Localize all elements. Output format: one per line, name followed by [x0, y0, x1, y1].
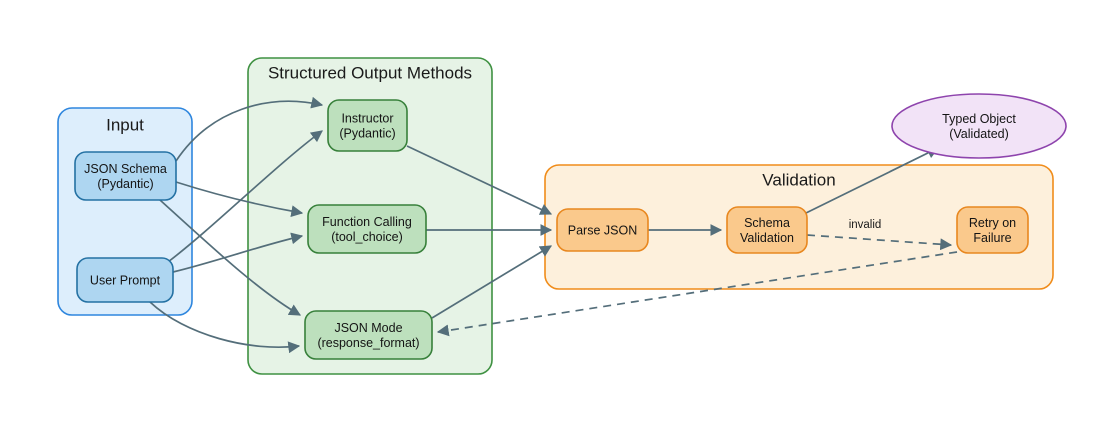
- node-group: JSON Schema(Pydantic)User PromptInstruct…: [74, 93, 1067, 360]
- schema-validation-node-text-0: Schema: [744, 216, 790, 230]
- json-mode-node-text-0: JSON Mode: [334, 321, 402, 335]
- parse-json-node[interactable]: Parse JSON: [556, 208, 649, 252]
- edge-json-schema-to-json-mode: [159, 199, 302, 316]
- json-schema-node-shape: [74, 151, 177, 201]
- json-mode-node-text-1: (response_format): [317, 336, 419, 350]
- typed-object-node-text-0: Typed Object: [942, 112, 1016, 126]
- edge-retry-on-failure-to-json-mode: [436, 251, 958, 337]
- function-calling-node[interactable]: Function Calling(tool_choice): [307, 204, 427, 254]
- user-prompt-node-shape: [76, 257, 174, 303]
- json-schema-node-text-0: JSON Schema: [84, 162, 167, 176]
- json-schema-node-text-1: (Pydantic): [97, 177, 153, 191]
- json-schema-node[interactable]: JSON Schema(Pydantic): [74, 151, 177, 201]
- user-prompt-node-text-0: User Prompt: [90, 274, 161, 288]
- function-calling-node-shape: [307, 204, 427, 254]
- function-calling-node-text-1: (tool_choice): [331, 230, 403, 244]
- instructor-node[interactable]: Instructor(Pydantic): [327, 99, 408, 152]
- typed-object-node-text-1: (Validated): [949, 127, 1009, 141]
- typed-object-node-shape: [891, 93, 1067, 159]
- parse-json-node-shape: [556, 208, 649, 252]
- edge-json-schema-to-instructor: [175, 96, 324, 162]
- retry-on-failure-node-text-0: Retry on: [969, 216, 1016, 230]
- json-mode-node-shape: [304, 310, 433, 360]
- retry-on-failure-node-shape: [956, 206, 1029, 254]
- edge-json-mode-to-parse-json: [431, 245, 553, 319]
- edge-group: [149, 96, 958, 354]
- instructor-node-shape: [327, 99, 408, 152]
- schema-validation-node-shape: [726, 206, 808, 254]
- edge-label-group: invalid: [849, 219, 882, 231]
- edge-user-prompt-to-json-mode: [149, 301, 301, 354]
- edge-schema-validation-to-retry-on-failure: [806, 234, 953, 251]
- json-mode-node[interactable]: JSON Mode(response_format): [304, 310, 433, 360]
- cluster-label-methods: Structured Output Methods: [268, 63, 472, 82]
- schema-validation-node-text-1: Validation: [740, 231, 794, 245]
- edge-instructor-to-parse-json: [406, 145, 553, 215]
- instructor-node-text-0: Instructor: [341, 112, 393, 126]
- user-prompt-node[interactable]: User Prompt: [76, 257, 174, 303]
- cluster-label-validation: Validation: [762, 170, 835, 189]
- typed-object-node[interactable]: Typed Object(Validated): [891, 93, 1067, 159]
- instructor-node-text-1: (Pydantic): [339, 127, 395, 141]
- edge-user-prompt-to-instructor: [167, 130, 323, 263]
- edge-schema-validation-to-typed-object: [805, 147, 940, 214]
- parse-json-node-text-0: Parse JSON: [568, 224, 637, 238]
- function-calling-node-text-0: Function Calling: [322, 215, 412, 229]
- cluster-label-input: Input: [106, 115, 144, 134]
- edge-user-prompt-to-function-calling: [172, 232, 304, 273]
- edge-label-e12: invalid: [849, 219, 882, 231]
- retry-on-failure-node-text-1: Failure: [973, 231, 1011, 245]
